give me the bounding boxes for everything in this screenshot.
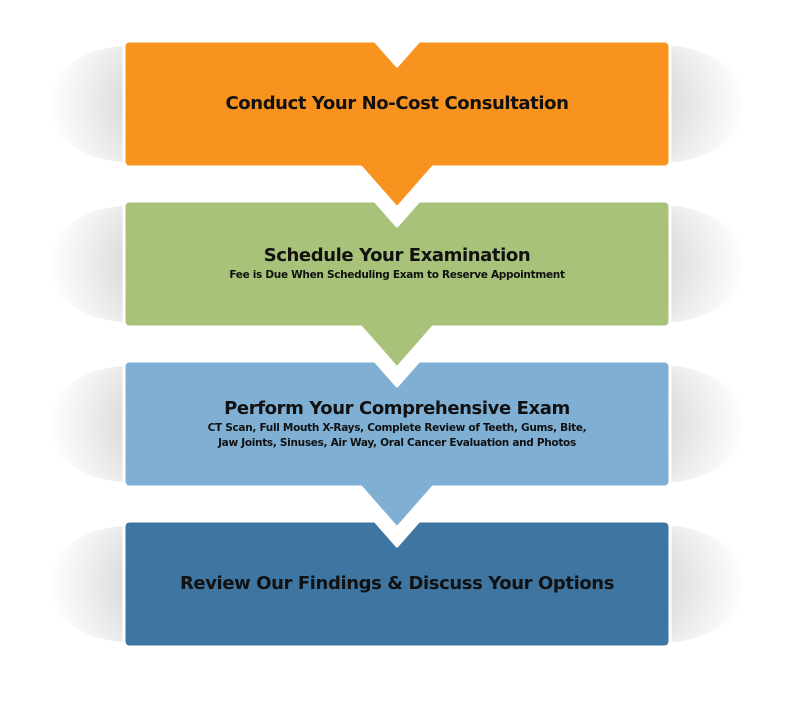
step-3-subtitle-line-2: Jaw Joints, Sinuses, Air Way, Oral Cance… xyxy=(218,436,576,449)
step-3-box xyxy=(122,359,672,530)
step-3-text: Perform Your Comprehensive Exam CT Scan,… xyxy=(124,361,670,487)
step-2-subtitle: Fee is Due When Scheduling Exam to Reser… xyxy=(229,268,565,283)
step-2-subtitle-line: Fee is Due When Scheduling Exam to Reser… xyxy=(229,269,565,281)
step-1-text: Conduct Your No-Cost Consultation xyxy=(124,41,670,167)
step-2-title: Schedule Your Examination xyxy=(263,245,531,266)
step-2-text: Schedule Your Examination Fee is Due Whe… xyxy=(124,201,670,327)
step-3-title: Perform Your Comprehensive Exam xyxy=(224,397,570,419)
step-4-text: Review Our Findings & Discuss Your Optio… xyxy=(124,521,670,647)
step-3-subtitle-line-1: CT Scan, Full Mouth X-Rays, Complete Rev… xyxy=(207,421,587,434)
step-4-title: Review Our Findings & Discuss Your Optio… xyxy=(179,573,615,594)
step-1-box xyxy=(122,39,672,210)
step-3-subtitle: CT Scan, Full Mouth X-Rays, Complete Rev… xyxy=(208,421,587,451)
step-2-box xyxy=(122,199,672,370)
step-1-title: Conduct Your No-Cost Consultation xyxy=(225,93,569,114)
step-4-box xyxy=(122,519,672,649)
